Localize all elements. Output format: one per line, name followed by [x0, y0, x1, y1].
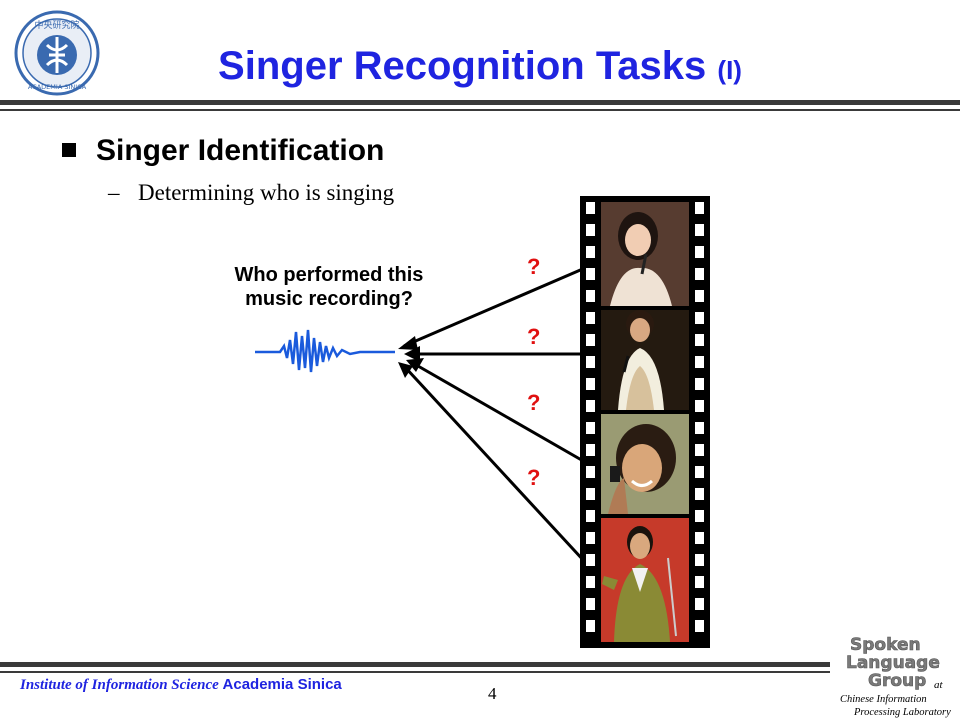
slg-line-1: Spoken — [850, 635, 921, 655]
singer-photo-4 — [601, 518, 689, 642]
question-line-1: Who performed this — [234, 264, 424, 286]
arrow-singer-4 — [402, 364, 587, 564]
arrow-singer-3 — [417, 364, 586, 464]
singer-photo-1 — [601, 202, 689, 306]
academia-sinica-logo: 中央研究院 ACADEMIA SINICA — [14, 10, 100, 96]
slg-line-3: Group — [868, 671, 926, 691]
header-rule-thick — [0, 100, 960, 105]
singer-photo-3 — [601, 414, 689, 514]
unknown-mark-3: ? — [527, 390, 541, 415]
page-number: 4 — [488, 684, 497, 703]
film-strip — [580, 196, 710, 648]
sprocket-holes-right — [695, 202, 704, 632]
bullet-label: Singer Identification — [96, 134, 385, 167]
slg-lab-2: Processing Laboratory — [853, 707, 951, 718]
title-main: Singer Recognition Tasks — [218, 44, 707, 88]
svg-text:ACADEMIA SINICA: ACADEMIA SINICA — [28, 83, 87, 91]
slg-line-2: Language — [846, 653, 940, 673]
unknown-mark-1: ? — [527, 254, 541, 279]
footer-institute: Institute of Information Science Academi… — [20, 676, 342, 694]
title-suffix: (I) — [717, 55, 742, 85]
unknown-mark-2: ? — [527, 324, 541, 349]
footer-rule-thick — [0, 662, 830, 667]
institute-name: Institute of Information Science — [20, 677, 219, 693]
arrow-singer-1 — [403, 266, 586, 348]
footer-rule-thin — [0, 671, 830, 673]
header-rule-thin — [0, 109, 960, 111]
diagram-question: Who performed this music recording? — [218, 263, 440, 311]
singer-photo-2 — [601, 310, 689, 410]
sub-bullet-dash: – — [108, 180, 120, 205]
page-title: Singer Recognition Tasks (I) — [0, 42, 960, 94]
svg-text:中央研究院: 中央研究院 — [34, 19, 79, 31]
sprocket-holes-left — [586, 202, 595, 632]
unknown-mark-4: ? — [527, 465, 541, 490]
question-line-2: music recording? — [245, 288, 413, 310]
slg-lab-1: Chinese Information — [840, 694, 927, 705]
slg-at: at — [934, 679, 944, 691]
sub-bullet-text: Determining who is singing — [138, 180, 395, 205]
bullet-square-icon — [62, 143, 76, 157]
spoken-language-group-logo: Spoken Language Group at Chinese Informa… — [836, 632, 958, 718]
academia-name: Academia Sinica — [222, 676, 342, 693]
arrow-heads — [398, 336, 424, 378]
audio-waveform-icon — [255, 329, 395, 373]
